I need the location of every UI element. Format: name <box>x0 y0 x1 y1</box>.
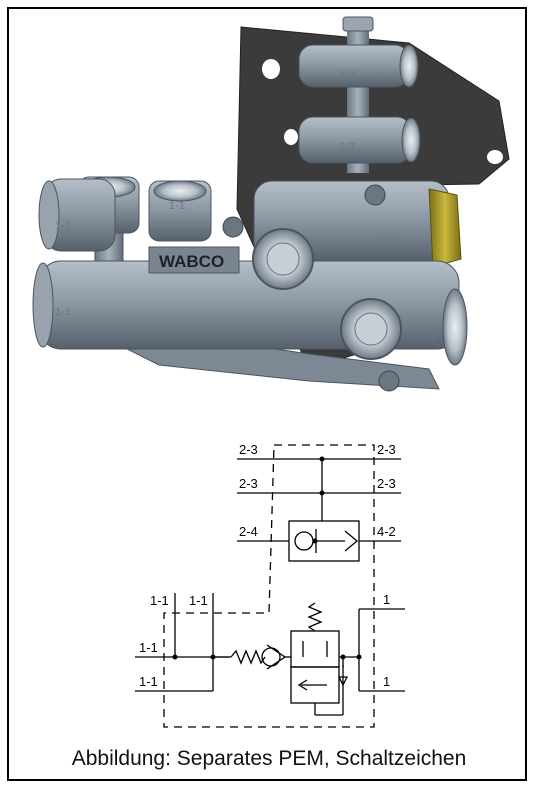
port-label: 4-2 <box>379 238 395 250</box>
brass-nut <box>428 188 462 268</box>
valve-spring <box>307 602 323 632</box>
label-1-1-top-a: 1-1 <box>150 593 169 608</box>
port-label: 2-3 <box>339 141 355 153</box>
label-2-4: 2-4 <box>239 524 258 539</box>
enclosure-dashed <box>163 444 375 728</box>
label-1-1-low: 1-1 <box>139 674 158 689</box>
figure-frame: 2-3 2-3 4-2 1-1 1-1 1-1 1-1 1 WABCO <box>7 7 527 781</box>
bracket-hole <box>284 129 298 145</box>
schematic-symbol: 2-3 2-3 2-3 2-3 2-4 4-2 1-1 1-1 1-1 1-1 … <box>135 442 405 728</box>
port-label: 1 <box>431 330 437 342</box>
label-2-3-right: 2-3 <box>377 476 396 491</box>
label-1-1-top-b: 1-1 <box>189 593 208 608</box>
label-4-2: 4-2 <box>377 524 396 539</box>
label-2-3-left: 2-3 <box>239 476 258 491</box>
port-label: 2-3 <box>339 70 355 82</box>
spring <box>230 649 266 665</box>
valve-rendering: 2-3 2-3 4-2 1-1 1-1 1-1 1-1 1 WABCO <box>32 16 510 392</box>
label-2-3-right: 2-3 <box>377 442 396 457</box>
relay-valve-upper <box>290 630 340 668</box>
port-label: 1-1 <box>169 200 185 212</box>
label-2-3-left: 2-3 <box>239 442 258 457</box>
label-1-top: 1 <box>383 592 390 607</box>
label-1-low: 1 <box>383 674 390 689</box>
lower-port-block <box>298 116 412 164</box>
wabco-logo: WABCO <box>159 252 224 271</box>
logo-plate <box>148 246 240 274</box>
port-label: 1-1 <box>55 306 71 318</box>
figure-caption: Abbildung: Separates PEM, Schaltzeichen <box>71 747 467 770</box>
port-label: 1-1 <box>55 220 71 232</box>
bracket-hole <box>487 150 503 164</box>
label-1-1-mid: 1-1 <box>139 640 158 655</box>
double-check-valve <box>288 520 360 562</box>
bracket-hole <box>262 59 280 79</box>
exhaust-symbol <box>337 676 349 687</box>
